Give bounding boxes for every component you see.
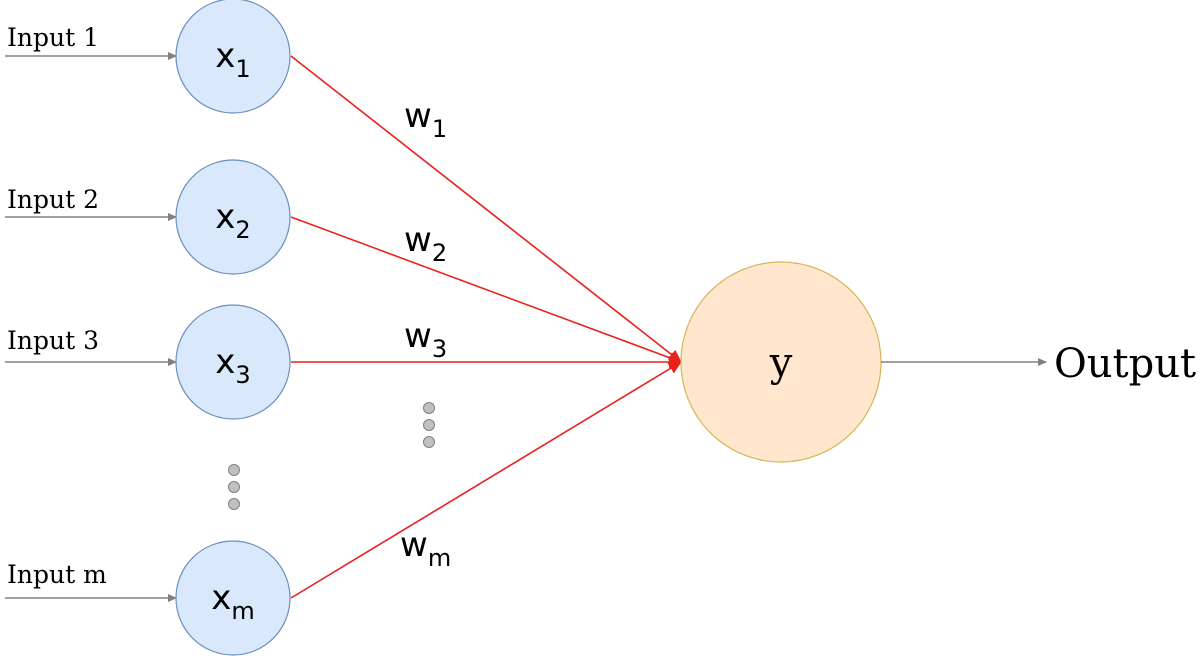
weight-label-m: wm [400,525,451,572]
weight-label-3: w3 [404,316,447,363]
ellipsis-dot [228,498,240,510]
weight-edge-2 [290,216,682,364]
input-node-label: x2 [215,197,250,244]
output-node-label: y [769,340,793,386]
input-label: Input m [7,560,107,589]
output-node-group: y [680,261,882,463]
input-node-label: x1 [215,36,250,83]
input-row-3: Input 3 x3 [5,304,291,420]
weight-ellipsis [423,402,435,448]
weight-edges [290,55,682,599]
weight-label-2: w2 [404,220,447,267]
input-node [175,0,291,114]
input-node [175,159,291,275]
input-ellipsis [228,464,240,510]
weight-edge-1 [290,55,682,363]
ellipsis-dot [228,481,240,493]
input-label: Input 1 [7,23,99,52]
ellipsis-dot [423,436,435,448]
input-node [175,540,291,656]
ellipsis-dot [423,402,435,414]
input-label: Input 2 [7,185,99,214]
input-row-1: Input 1 x1 [5,0,291,114]
weight-label-1: w1 [404,96,447,143]
input-row-2: Input 2 x2 [5,159,291,275]
output-label: Output [1054,341,1196,387]
weight-edge-m [290,361,682,599]
input-row-m: Input m xm [5,540,291,656]
ellipsis-dot [228,464,240,476]
input-node-label: xm [211,578,255,625]
input-node [175,304,291,420]
input-label: Input 3 [7,326,99,355]
input-node-label: x3 [215,342,250,389]
ellipsis-dot [423,419,435,431]
